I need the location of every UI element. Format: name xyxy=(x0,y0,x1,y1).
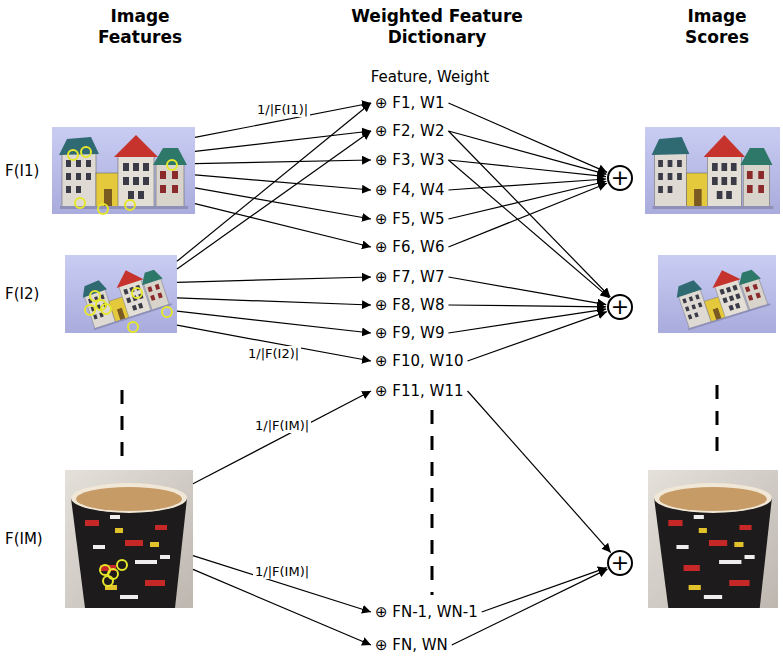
edge-weight-label: 1/|F(I1)| xyxy=(255,102,310,117)
feature-weight: ⊕ FN-1, WN-1 xyxy=(375,603,478,621)
weight-arrow xyxy=(448,305,606,307)
weight-arrow xyxy=(193,391,371,484)
weight-arrow xyxy=(195,188,371,219)
feature-weight: ⊕ F6, W6 xyxy=(375,238,444,256)
edge-weight-label: 1/|F(IM)| xyxy=(253,418,311,433)
weight-arrow xyxy=(195,103,371,137)
weight-arrow xyxy=(482,568,607,612)
illustration-part xyxy=(716,385,719,462)
illustration-part xyxy=(101,304,111,314)
feature-weight: ⊕ F4, W4 xyxy=(375,181,444,199)
illustration-part xyxy=(128,322,138,332)
dictionary-entry: ⊕ F11, W11 xyxy=(373,381,466,401)
weight-arrow xyxy=(195,131,371,151)
sum-symbol: + xyxy=(607,294,633,320)
dictionary-entry: ⊕ FN, WN xyxy=(373,635,450,655)
dictionary-entry: ⊕ F9, W9 xyxy=(373,323,446,343)
weight-arrow xyxy=(193,569,371,645)
feature-weight: ⊕ F10, W10 xyxy=(375,352,464,370)
feature-weight: ⊕ F11, W11 xyxy=(375,382,464,400)
illustration-part xyxy=(125,200,135,210)
weight-arrow xyxy=(468,312,607,361)
houses-photo xyxy=(645,127,780,214)
weight-arrow xyxy=(448,183,607,247)
weight-arrow xyxy=(448,181,606,219)
weight-arrow xyxy=(177,277,371,282)
edge-weight-label: 1/|F(IM)| xyxy=(253,564,311,579)
illustration-part xyxy=(103,576,113,586)
feature-weight: ⊕ F5, W5 xyxy=(375,210,444,228)
illustration-part xyxy=(85,305,95,315)
illustration-part xyxy=(81,147,91,157)
weight-arrow xyxy=(448,131,610,297)
weight-arrow xyxy=(448,277,606,305)
illustration-part xyxy=(132,288,142,298)
illustration-part xyxy=(108,569,118,579)
weight-arrow xyxy=(448,160,606,177)
feature-weight: ⊕ F3, W3 xyxy=(375,151,444,169)
ellipsis-dashes xyxy=(122,385,717,595)
dictionary-entry: ⊕ F2, W2 xyxy=(373,121,446,141)
dictionary-entry: ⊕ F7, W7 xyxy=(373,267,446,287)
dictionary-entry: ⊕ FN-1, WN-1 xyxy=(373,602,480,622)
weight-arrow xyxy=(177,311,371,333)
image-feature-set: F(I1) xyxy=(3,127,195,214)
sum-symbol: + xyxy=(607,165,633,191)
column-heading: Image Features xyxy=(88,6,192,48)
dictionary-entry: ⊕ F1, W1 xyxy=(373,93,446,113)
weight-arrow xyxy=(177,298,371,305)
weight-arrow xyxy=(468,391,611,553)
illustration-part xyxy=(68,150,78,160)
feature-weight: ⊕ F9, W9 xyxy=(375,324,444,342)
cup-photo xyxy=(648,470,778,608)
illustration-part xyxy=(117,560,127,570)
houses-photo xyxy=(65,255,177,333)
feature-weight: ⊕ F1, W1 xyxy=(375,94,444,112)
weight-arrow xyxy=(177,325,371,361)
column-heading: Image Scores xyxy=(665,6,769,48)
set-label: F(I2) xyxy=(5,285,39,303)
weight-arrow xyxy=(195,160,371,164)
dictionary-entry: ⊕ F8, W8 xyxy=(373,295,446,315)
cup-photo xyxy=(65,470,193,608)
weight-arrow xyxy=(177,103,371,261)
set-label: F(IM) xyxy=(5,530,43,548)
houses-photo xyxy=(52,127,195,214)
houses-photo xyxy=(658,255,776,333)
plus-sign: + xyxy=(611,552,629,574)
feature-weight: ⊕ FN, WN xyxy=(375,636,448,654)
dictionary-entry: ⊕ F4, W4 xyxy=(373,180,446,200)
plus-sign: + xyxy=(611,167,629,189)
edge-weight-label: 1/|F(I2)| xyxy=(246,346,301,361)
set-label: F(I1) xyxy=(5,162,39,180)
weight-arrow xyxy=(193,556,371,612)
plus-sign: + xyxy=(611,296,629,318)
illustration-part xyxy=(75,198,85,208)
weight-arrow xyxy=(448,160,609,298)
weight-arrow xyxy=(195,175,371,190)
column-heading: Weighted Feature Dictionary xyxy=(342,6,532,48)
dictionary-entry: ⊕ F5, W5 xyxy=(373,209,446,229)
illustration-part xyxy=(98,204,108,214)
feature-points xyxy=(68,147,177,586)
dictionary-entry: ⊕ F10, W10 xyxy=(373,351,466,371)
sum-symbol: + xyxy=(607,550,633,576)
image-feature-set: F(I2) xyxy=(3,255,177,333)
illustration-part xyxy=(90,291,100,301)
weight-arrow xyxy=(448,309,606,333)
feature-weight: ⊕ F7, W7 xyxy=(375,268,444,286)
feature-weight: ⊕ F8, W8 xyxy=(375,296,444,314)
image-feature-set: F(IM) xyxy=(3,470,193,608)
dictionary-entry: ⊕ F6, W6 xyxy=(373,237,446,257)
illustration-part xyxy=(121,390,124,462)
dictionary-entry: ⊕ F3, W3 xyxy=(373,150,446,170)
feature-weight: ⊕ F2, W2 xyxy=(375,122,444,140)
illustration-part xyxy=(431,410,434,595)
illustration-part xyxy=(167,160,177,170)
illustration-part xyxy=(162,307,172,317)
column-subheading: Feature, Weight xyxy=(350,68,510,86)
weight-arrow xyxy=(177,131,371,269)
